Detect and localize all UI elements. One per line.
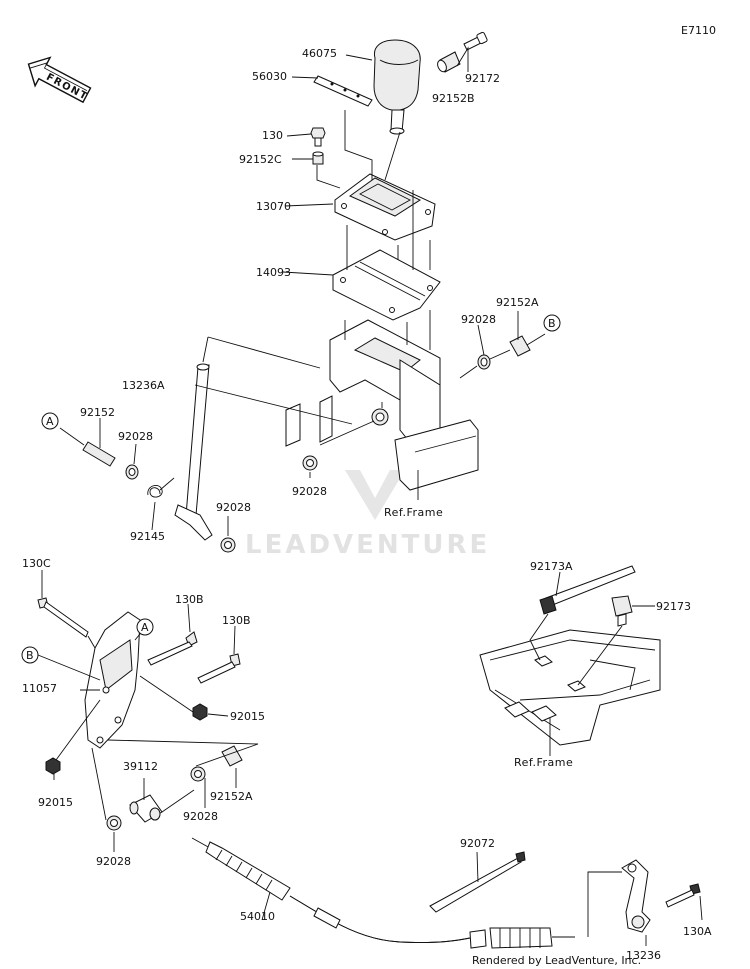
clip-92173[interactable] [611, 595, 633, 627]
label-130a: 130A [683, 925, 712, 938]
label-54010: 54010 [240, 910, 275, 923]
label-92028-left: 92028 [118, 430, 153, 443]
bushing-92028-top[interactable] [477, 354, 491, 370]
lever-13236[interactable] [621, 859, 651, 933]
svg-text:A: A [141, 621, 149, 634]
bushing-92028-center[interactable] [302, 455, 318, 471]
nut-92015-left[interactable] [45, 757, 61, 775]
label-92015-right: 92015 [230, 710, 265, 723]
lower-leader-lines [37, 570, 703, 946]
label-92028-top: 92028 [461, 313, 496, 326]
nut-92015-right[interactable] [192, 703, 208, 721]
label-92028-center: 92028 [292, 485, 327, 498]
label-92028-lower: 92028 [216, 501, 251, 514]
marker-b-lower: B [21, 646, 39, 664]
label-92173a: 92173A [530, 560, 573, 573]
shift-gate-13070[interactable] [334, 173, 436, 241]
footer-credit: Rendered by LeadVenture, Inc. [472, 954, 641, 967]
screw-92172[interactable] [463, 31, 488, 51]
collar-92152b[interactable] [436, 51, 461, 73]
label-56030: 56030 [252, 70, 287, 83]
gasket-14093[interactable] [332, 249, 441, 321]
label-130b-2: 130B [222, 614, 251, 627]
label-92152c: 92152C [239, 153, 282, 166]
label-11057: 11057 [22, 682, 57, 695]
svg-text:B: B [548, 317, 556, 330]
strap-92173a[interactable] [539, 565, 636, 615]
label-13236: 13236 [626, 949, 661, 962]
bolt-130c[interactable] [37, 597, 89, 638]
bushing-92028-left[interactable] [125, 464, 139, 480]
watermark-text: LEADVENTURE [245, 530, 490, 560]
label-130: 130 [262, 129, 283, 142]
svg-text:B: B [26, 649, 34, 662]
shifter-bracket[interactable] [285, 319, 441, 456]
label-92152b: 92152B [432, 92, 475, 105]
collar-92152a-mid[interactable] [221, 745, 243, 767]
label-13236a: 13236A [122, 379, 165, 392]
frame-top [394, 419, 479, 491]
bolt-130b-2[interactable] [197, 653, 241, 684]
bushing-92028-lower[interactable] [220, 537, 236, 553]
frame-right [479, 629, 661, 746]
top-leader-lines [59, 46, 546, 536]
ref-frame-right: Ref.Frame [514, 756, 573, 769]
marker-b-top: B [543, 314, 561, 332]
bolt-130a[interactable] [665, 883, 701, 908]
label-46075: 46075 [302, 47, 337, 60]
svg-text:A: A [46, 415, 54, 428]
ref-frame-top: Ref.Frame [384, 506, 443, 519]
label-130b-1: 130B [175, 593, 204, 606]
spring-92145[interactable] [147, 477, 175, 498]
label-92152: 92152 [80, 406, 115, 419]
label-92152a-mid: 92152A [210, 790, 253, 803]
marker-a-lower: A [136, 618, 154, 636]
bushing-92028-mid[interactable] [190, 766, 206, 782]
watermark: LEADVENTURE [245, 470, 490, 560]
bracket-11057[interactable] [84, 611, 141, 749]
label-92028-bottom: 92028 [96, 855, 131, 868]
front-arrow-icon: FRONT [27, 56, 92, 104]
marker-a-top: A [41, 412, 59, 430]
collar-92152c[interactable] [312, 151, 324, 165]
shift-cable-54010[interactable] [191, 837, 575, 949]
right-leader-lines [529, 571, 655, 756]
shift-knob[interactable] [373, 39, 421, 135]
shift-lever-13236a[interactable] [174, 363, 213, 541]
label-92028-mid: 92028 [183, 810, 218, 823]
label-92173: 92173 [656, 600, 691, 613]
label-plate-56030[interactable] [313, 75, 373, 107]
label-92172: 92172 [465, 72, 500, 85]
bushing-92028-bottom[interactable] [106, 815, 122, 831]
collar-92152a-top[interactable] [509, 335, 531, 357]
cable-tie-92072[interactable] [429, 851, 526, 913]
yoke-39112[interactable] [129, 794, 163, 823]
diagram-code: E7110 [681, 24, 716, 37]
right-labels: 92173A 92173 Ref.Frame [514, 560, 691, 769]
label-130c: 130C [22, 557, 51, 570]
label-14093: 14093 [256, 266, 291, 279]
label-92145: 92145 [130, 530, 165, 543]
bolt-130b-1[interactable] [147, 631, 198, 666]
label-92015-left: 92015 [38, 796, 73, 809]
label-39112: 39112 [123, 760, 158, 773]
pin-92152[interactable] [82, 441, 116, 467]
bolt-130[interactable] [310, 127, 326, 147]
top-labels: 46075 92172 56030 92152B 130 92152C 1307… [80, 47, 539, 543]
label-13070: 13070 [256, 200, 291, 213]
label-92072: 92072 [460, 837, 495, 850]
lower-labels: 130C 130B 130B 11057 92015 92015 39112 9… [22, 557, 712, 962]
label-92152a-top: 92152A [496, 296, 539, 309]
